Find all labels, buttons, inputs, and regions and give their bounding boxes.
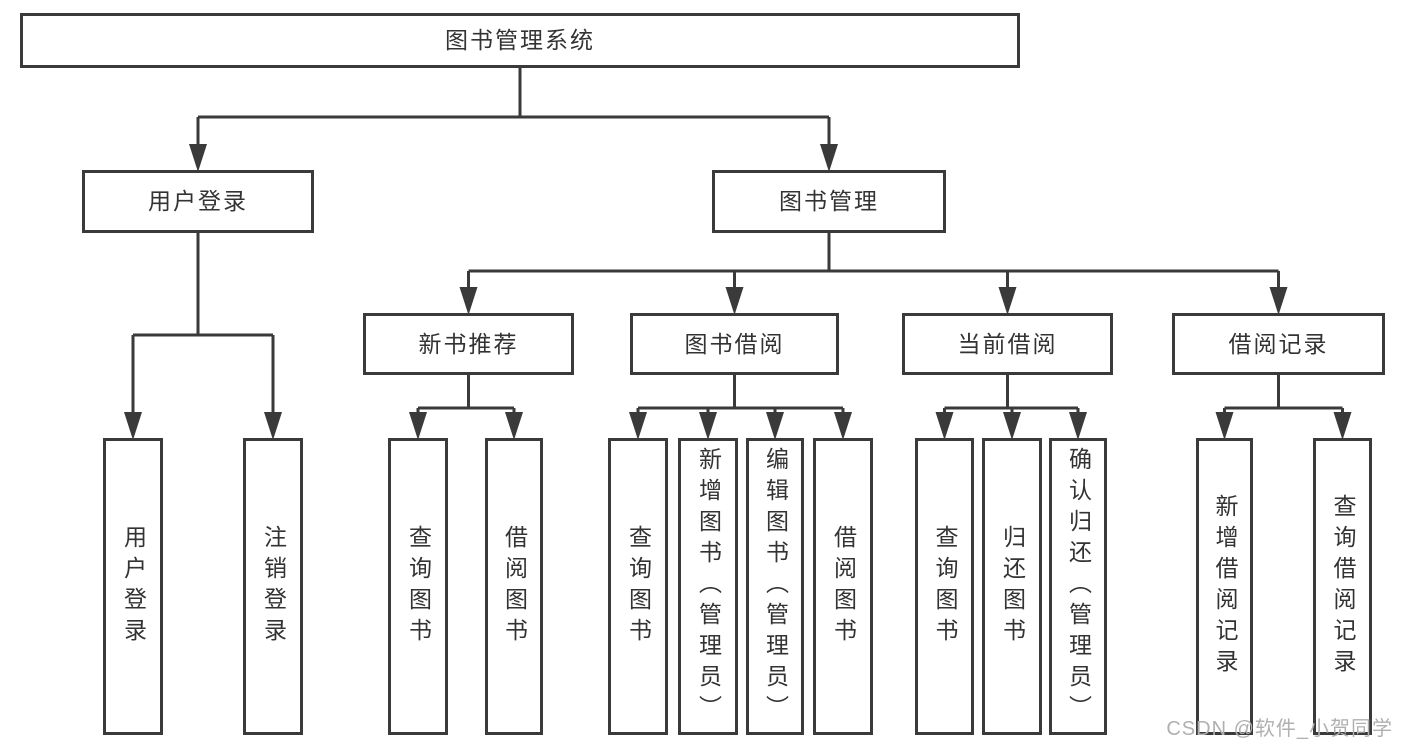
node-leafQueryBooks3: 查询图书 [915,438,974,735]
node-leafEditBooks: 编辑图书（管理员） [746,438,804,735]
arrowhead-icon [1215,412,1234,440]
node-bookBorrow: 图书借阅 [630,313,839,375]
node-label: 编辑图书（管理员） [762,447,789,726]
node-leafLogout: 注销登录 [243,438,303,735]
node-label: 当前借阅 [957,330,1058,357]
node-currentBorrow: 当前借阅 [902,313,1113,375]
arrowhead-icon [1333,412,1352,440]
node-leafUserLogin: 用户登录 [103,438,163,735]
arrowhead-icon [834,412,852,440]
arrowhead-icon [189,144,207,172]
node-label: 借阅图书 [830,524,857,649]
arrowhead-icon [264,412,282,440]
node-label: 图书借阅 [684,330,785,357]
arrowhead-icon [505,412,523,440]
arrowhead-icon [725,287,744,315]
arrowhead-icon [1269,287,1288,315]
node-label: 图书管理 [779,188,879,214]
node-bookMgmt: 图书管理 [712,170,946,233]
node-label: 查询图书 [625,524,652,649]
node-leafAddBooks: 新增图书（管理员） [678,438,738,735]
node-label: 归还图书 [999,524,1026,649]
node-label: 新增借阅记录 [1212,493,1238,680]
node-label: 查询图书 [932,524,958,649]
arrowhead-icon [629,412,647,440]
node-userLogin: 用户登录 [82,170,314,233]
node-label: 新书推荐 [418,330,519,357]
arrowhead-icon [935,412,954,440]
arrowhead-icon [409,412,427,440]
node-leafBorrowBooks1: 借阅图书 [485,438,543,735]
watermark: CSDN @软件_小贺同学 [1166,718,1393,740]
arrowhead-icon [766,412,784,440]
node-borrowRecords: 借阅记录 [1172,313,1385,375]
node-label: 查询图书 [405,524,432,649]
arrowhead-icon [459,287,478,315]
node-label: 新增图书（管理员） [695,447,722,726]
node-label: 确认归还（管理员） [1065,447,1092,726]
arrowhead-icon [1069,412,1087,440]
node-label: 图书管理系统 [445,27,595,53]
node-root: 图书管理系统 [20,13,1020,68]
node-leafAddRecord: 新增借阅记录 [1196,438,1253,735]
node-label: 注销登录 [260,524,287,649]
node-label: 用户登录 [148,188,248,214]
arrowhead-icon [1003,412,1021,440]
node-label: 借阅记录 [1228,330,1329,357]
node-leafQueryBooks1: 查询图书 [388,438,448,735]
node-label: 查询借阅记录 [1330,493,1356,680]
node-leafQueryBooks2: 查询图书 [608,438,668,735]
arrowhead-icon [820,144,838,172]
arrowhead-icon [699,412,717,440]
node-label: 用户登录 [120,524,147,649]
node-label: 借阅图书 [501,524,528,649]
node-leafConfirmReturn: 确认归还（管理员） [1049,438,1107,735]
arrowhead-icon [124,412,142,440]
node-newBookRec: 新书推荐 [363,313,574,375]
node-leafReturnBooks: 归还图书 [982,438,1042,735]
node-leafQueryRecord: 查询借阅记录 [1313,438,1372,735]
arrowhead-icon [998,287,1017,315]
node-leafBorrowBooks2: 借阅图书 [813,438,873,735]
